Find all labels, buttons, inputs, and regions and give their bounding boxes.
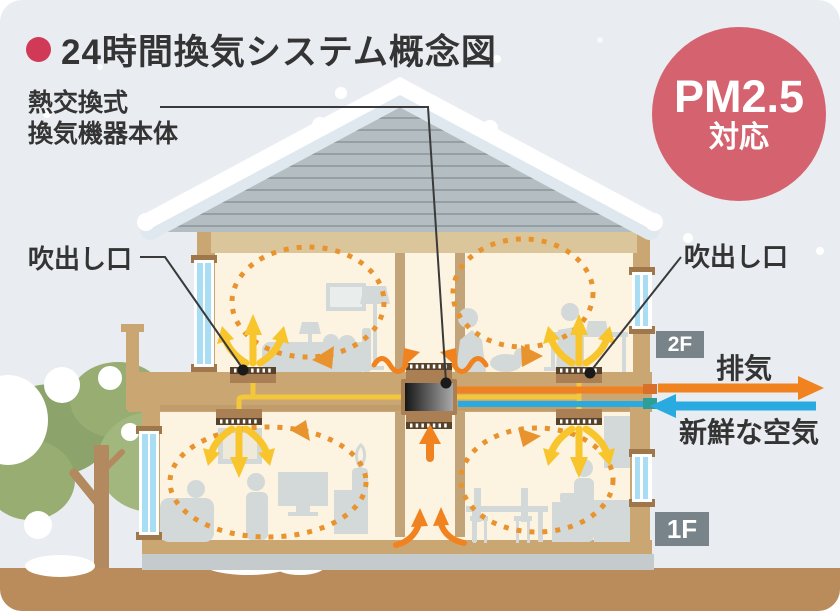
- supply-duct-yellow: [236, 394, 579, 416]
- circulation-arrowheads: [290, 345, 543, 447]
- exhaust-exterior-arrow: [658, 376, 824, 400]
- pm25-badge: PM2.5 対応: [652, 27, 826, 201]
- hallway-wall: [395, 253, 405, 372]
- title-bullet-icon: [26, 37, 51, 62]
- outlet-right-leader-line: [589, 256, 682, 373]
- intake-wall-stub: [643, 398, 657, 409]
- pm25-badge-line2: 対応: [709, 121, 769, 154]
- outlet-label-right: 吹出し口: [684, 242, 789, 272]
- leader-lines: [140, 106, 682, 389]
- shaft-wall: [395, 412, 405, 537]
- heat-exchange-unit-label: 熱交換式 換気機器本体: [28, 88, 178, 150]
- ground: [0, 568, 840, 611]
- unit-leader-line: [160, 106, 447, 383]
- shaft-wall: [455, 412, 465, 537]
- fresh-air-label: 新鮮な空気: [679, 417, 820, 448]
- outlet-label-left: 吹出し口: [28, 244, 133, 274]
- floor-badge-2f: 2F: [656, 331, 704, 358]
- balcony-post: [126, 328, 139, 410]
- fresh-air-exterior-arrow: [650, 394, 816, 418]
- floor-badge-1f: 1F: [655, 512, 709, 546]
- ducts: [236, 382, 652, 416]
- supply-vent-1f-right: [556, 409, 602, 425]
- house: [121, 76, 663, 570]
- title-text: 24時間換気システム概念図: [61, 33, 497, 72]
- pm25-badge-line1: PM2.5: [673, 71, 805, 122]
- roof: [137, 76, 663, 240]
- heat-exchange-unit: [401, 379, 457, 415]
- supply-vent-2f-left: [230, 367, 276, 383]
- supply-vent-1f-left: [216, 409, 262, 425]
- snow-on-roof: [137, 76, 663, 240]
- exhaust-flow-arrows: [371, 348, 489, 548]
- foundation: [142, 554, 654, 570]
- unit-label-line2: 換気機器本体: [28, 120, 179, 148]
- window-2f-right: [629, 267, 655, 334]
- window-1f-left: [136, 426, 162, 540]
- outlet-left-leader-line: [140, 256, 244, 370]
- page-title: 24時間換気システム概念図: [26, 24, 497, 75]
- circulation-arrows: [167, 236, 616, 540]
- exhaust-label: 排気: [716, 353, 773, 384]
- window-1f-right: [629, 449, 655, 507]
- exhaust-wall-stub: [643, 384, 657, 394]
- unit-label-line1: 熱交換式: [28, 89, 129, 117]
